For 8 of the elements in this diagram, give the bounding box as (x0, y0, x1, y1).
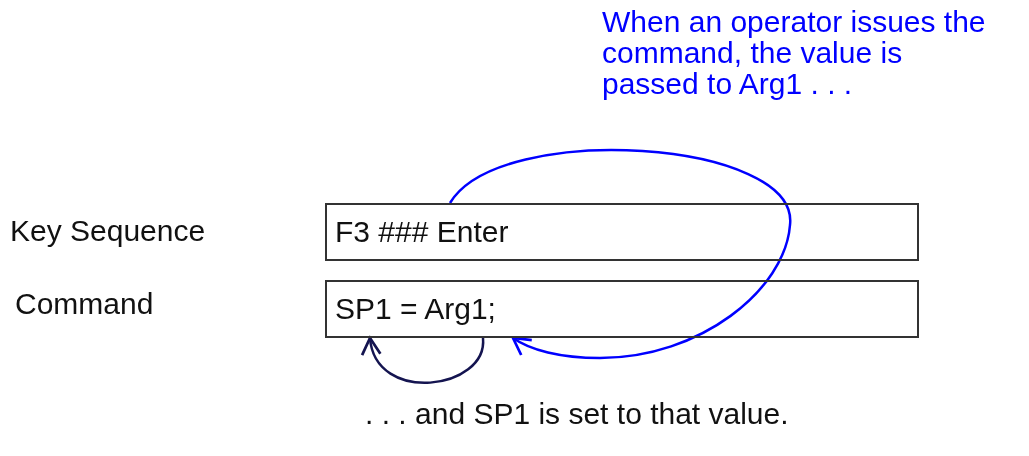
text-field: F3 ### Enter (325, 203, 919, 261)
field-label: Key Sequence (10, 215, 207, 246)
text-field: SP1 = Arg1; (325, 280, 919, 338)
curved-arrow (363, 336, 485, 384)
curved-arrow (449, 148, 792, 360)
annotation-text: . . . and SP1 is set to that value. (365, 398, 790, 429)
annotation-text: When an operator issues the command, the value is passed to Arg1 . . . (602, 6, 987, 99)
field-label: Command (15, 288, 155, 319)
